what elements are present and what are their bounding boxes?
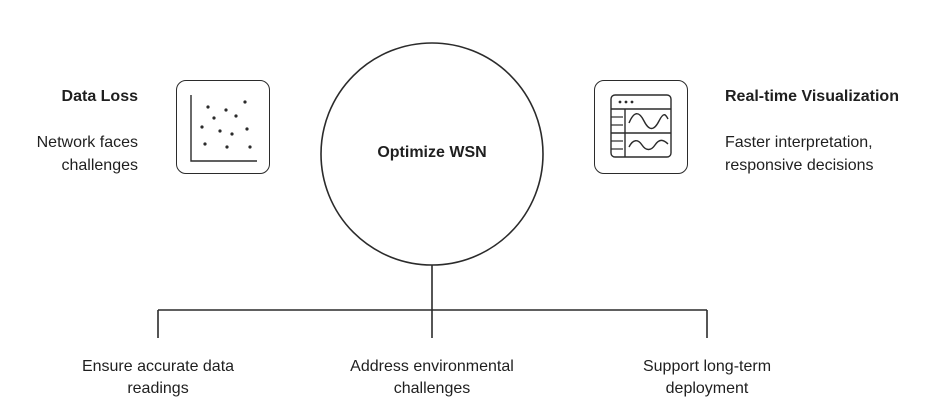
bottom-label-accurate-readings: Ensure accurate data readings (43, 356, 273, 400)
bottom-label-1-line-2: readings (127, 380, 189, 397)
bottom-label-3-line-2: deployment (665, 380, 749, 397)
bottom-label-2-line-1: Address environmental (350, 358, 514, 375)
data-loss-desc-line-1: Network faces (36, 134, 138, 151)
rtv-desc-line-2: responsive decisions (725, 157, 874, 174)
data-loss-title: Data Loss (61, 88, 138, 105)
bottom-label-1-line-1: Ensure accurate data (81, 358, 235, 375)
real-time-visualization-title: Real-time Visualization (725, 88, 899, 105)
rtv-desc-line-1: Faster interpretation, (725, 134, 873, 151)
bottom-label-2-line-2: challenges (393, 380, 471, 397)
bottom-label-3-line-1: Support long-term (642, 358, 772, 375)
dashboard-waves-icon (594, 80, 688, 174)
bottom-label-environmental-challenges: Address environmental challenges (317, 356, 547, 400)
real-time-visualization-description: Faster interpretation, responsive decisi… (725, 131, 935, 177)
data-loss-desc-line-2: challenges (61, 157, 139, 174)
bottom-label-long-term-deployment: Support long-term deployment (592, 356, 822, 400)
center-label: Optimize WSN (377, 144, 487, 161)
scatter-plot-icon (176, 80, 270, 174)
data-loss-description: Network faces challenges (0, 131, 138, 177)
